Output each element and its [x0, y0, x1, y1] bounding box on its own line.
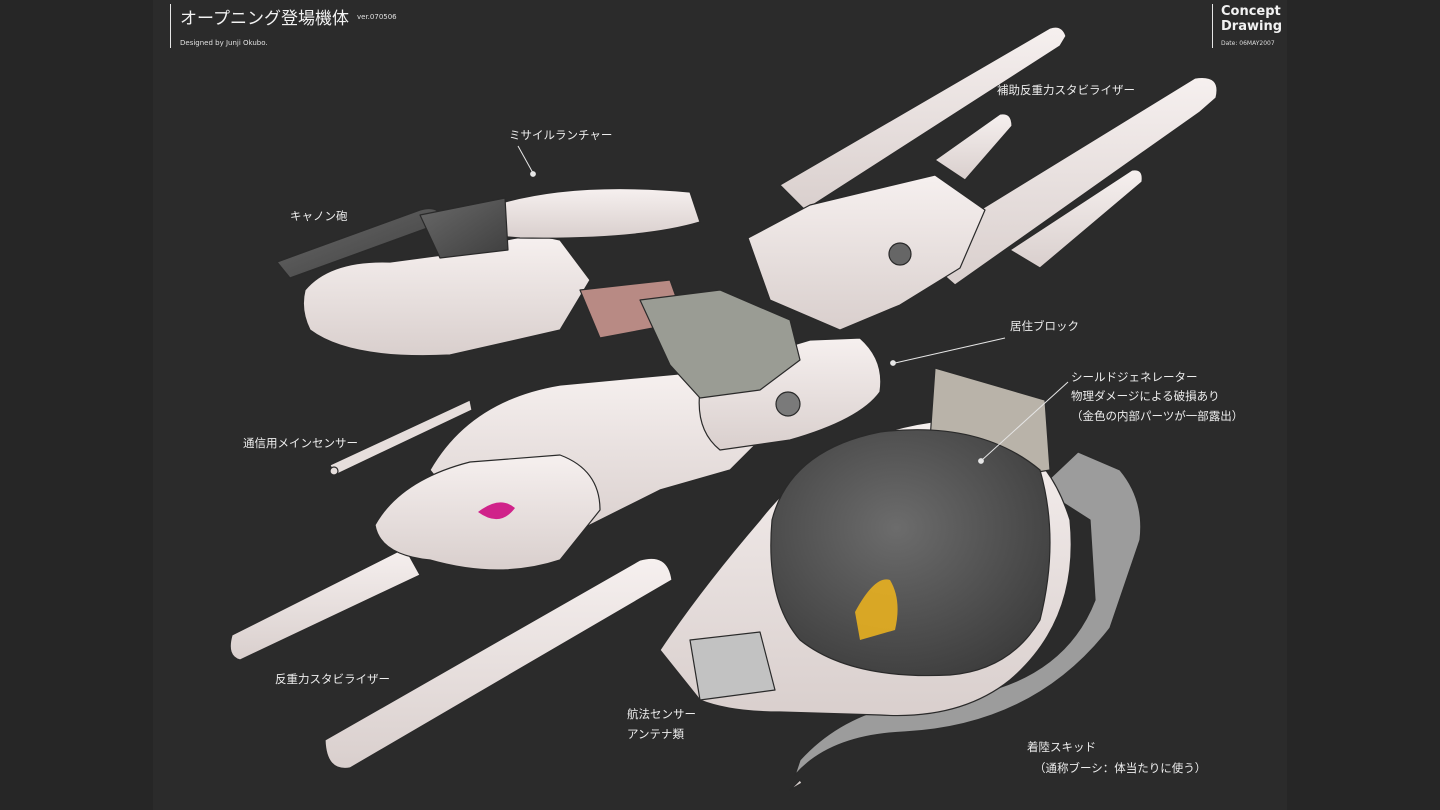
- label-missile-launcher: ミサイルランチャー: [509, 128, 613, 142]
- concept-date: Date: 06MAY2007: [1221, 40, 1275, 47]
- aux-stabilizer-arm-top: [779, 26, 1067, 211]
- version-tag: ver.070506: [357, 13, 397, 21]
- aux-stabilizer-arm-mid: [934, 113, 1013, 181]
- label-aux-stabilizer: 補助反重力スタビライザー: [997, 83, 1135, 97]
- concept-divider: [1212, 4, 1213, 48]
- page-title: オープニング登場機体: [180, 9, 349, 29]
- aux-stabilizer-arm-low: [1009, 169, 1143, 269]
- label-comm-sensor: 通信用メインセンサー: [243, 436, 358, 450]
- missile-launcher-body: [302, 236, 591, 357]
- concept-label-line1: Concept: [1221, 4, 1281, 19]
- title-divider: [170, 4, 171, 48]
- label-antenna: アンテナ類: [627, 727, 685, 741]
- label-cannon: キャノン砲: [290, 209, 348, 223]
- label-shield-generator: シールドジェネレーター: [1071, 370, 1198, 384]
- label-nav-sensor: 航法センサー: [627, 707, 696, 721]
- label-stabilizer: 反重力スタビライザー: [275, 672, 390, 686]
- designer-credit: Designed by Junji Okubo.: [180, 39, 268, 47]
- label-shield-damage: 物理ダメージによる破損あり: [1071, 389, 1220, 403]
- label-landing-skid: 着陸スキッド: [1027, 740, 1096, 754]
- label-habitation-block: 居住ブロック: [1010, 319, 1079, 333]
- stabilizer-arm-short: [229, 547, 421, 661]
- label-shield-gold-parts: （金色の内部パーツが一部露出）: [1071, 409, 1244, 423]
- stabilizer-arm-long: [324, 557, 673, 770]
- shield-generator: [770, 429, 1051, 677]
- nav-sensor-panel: [689, 631, 776, 701]
- aux-stabilizer-base: [747, 174, 986, 331]
- mech-core: [639, 289, 801, 399]
- aux-stabilizer-arm-right: [914, 76, 1218, 286]
- concept-label-line2: Drawing: [1221, 19, 1283, 34]
- label-landing-skid-note: （通称ブーシ：体当たりに使う）: [1034, 761, 1207, 775]
